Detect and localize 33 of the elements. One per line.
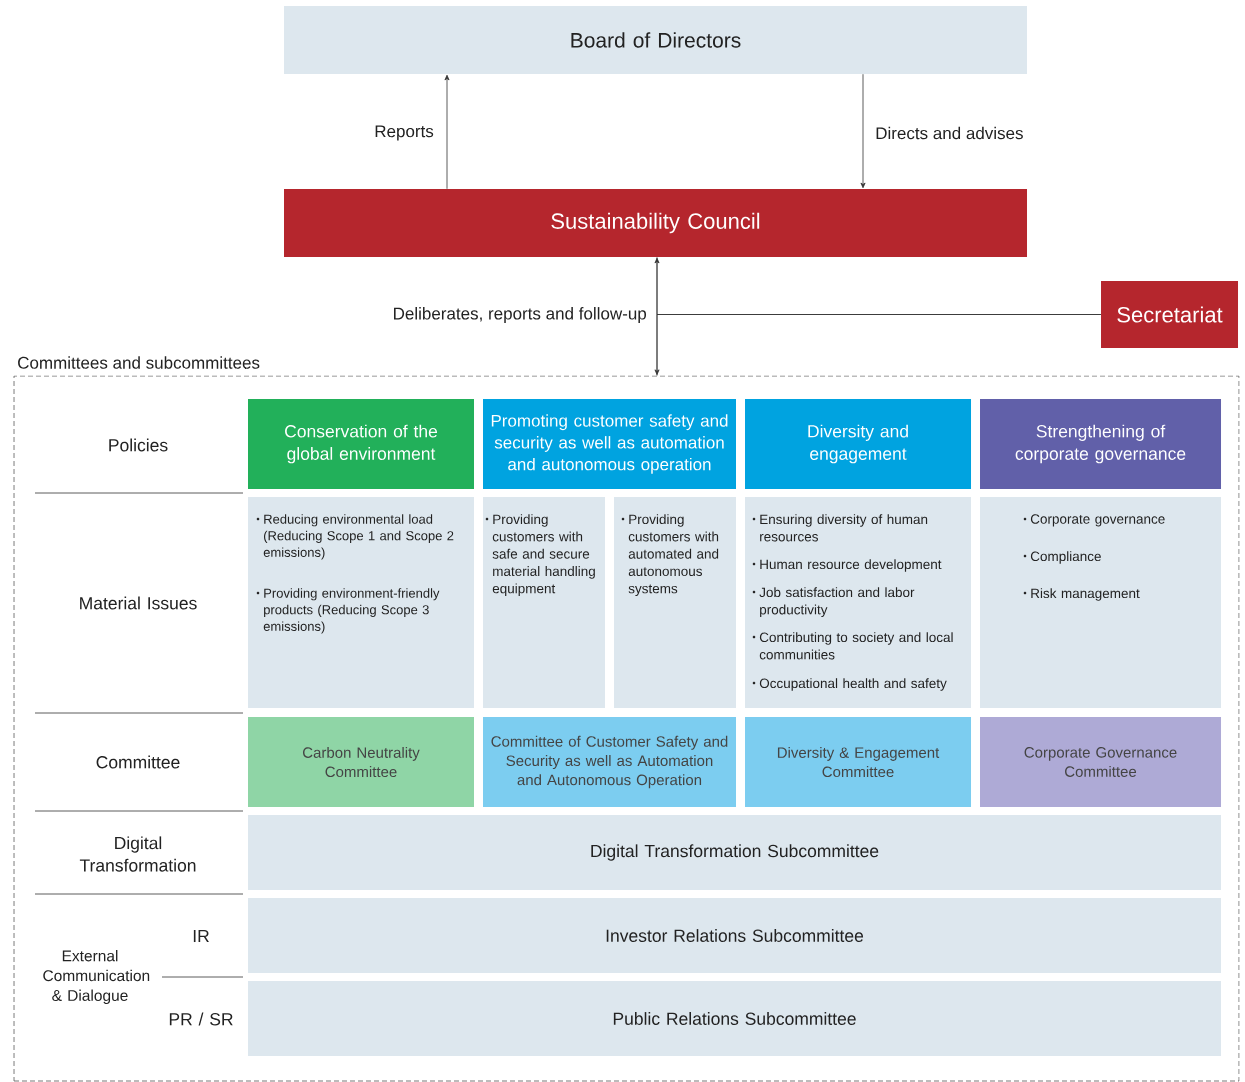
subcommittee-box: Investor Relations Subcommittee: [248, 898, 1221, 973]
row-label: PR / SR: [169, 1012, 233, 1026]
row-label: External Communication & Dialogue: [43, 950, 150, 1005]
row-label: Digital Transformation: [79, 836, 196, 872]
row-label: Committee: [96, 755, 180, 769]
row-label: Material Issues: [80, 596, 197, 610]
subcommittee-box: Digital Transformation Subcommittee: [248, 815, 1221, 890]
secretariat-box: Secretariat: [1101, 281, 1238, 348]
edge-label: Reports: [372, 123, 436, 143]
issue-box: Providing customers with automated and autonomous systems: [614, 497, 736, 708]
council-box: Sustainability Council: [284, 189, 1027, 257]
arrow: [654, 257, 660, 375]
board-box: Board of Directors: [284, 6, 1027, 74]
issue-box: Ensuring diversity of human resources Human resource development Job satisfaction and labor productivity Contributing to society and local communities Occupational health and safety: [745, 497, 971, 708]
edge-label: Deliberates, reports and follow-up: [390, 305, 649, 325]
subcommittee-box: Public Relations Subcommittee: [248, 981, 1221, 1056]
row-label: IR: [193, 930, 209, 943]
issue-box: Corporate governance Compliance Risk management: [980, 497, 1221, 708]
issue-box: Reducing environmental load (Reducing Scope 1 and Scope 2 emissions) Providing environment-friendly products (Reducing Scope 3 emissions): [248, 497, 474, 708]
committee-box: Diversity & Engagement Committee: [745, 717, 971, 807]
policy-box: Strengthening of corporate governance: [980, 399, 1221, 489]
node-label: Committees and subcommittees: [18, 356, 260, 369]
issue-box: Providing customers with safe and secure material handling equipment: [483, 497, 605, 708]
edge-label: Directs and advises: [873, 124, 1026, 142]
policy-box: Promoting customer safety and security as well as automation and autonomous operation: [483, 399, 736, 489]
committee-box: Corporate Governance Committee: [980, 717, 1221, 807]
policy-box: Conservation of the global environment: [248, 399, 474, 489]
committee-box: Committee of Customer Safety and Security as well as Automation and Autonomous Operation: [483, 717, 736, 807]
committee-box: Carbon Neutrality Committee: [248, 717, 474, 807]
policy-box: Diversity and engagement: [745, 399, 971, 489]
arrow: [444, 74, 450, 190]
row-label: Policies: [109, 438, 168, 452]
arrow: [860, 73, 866, 189]
